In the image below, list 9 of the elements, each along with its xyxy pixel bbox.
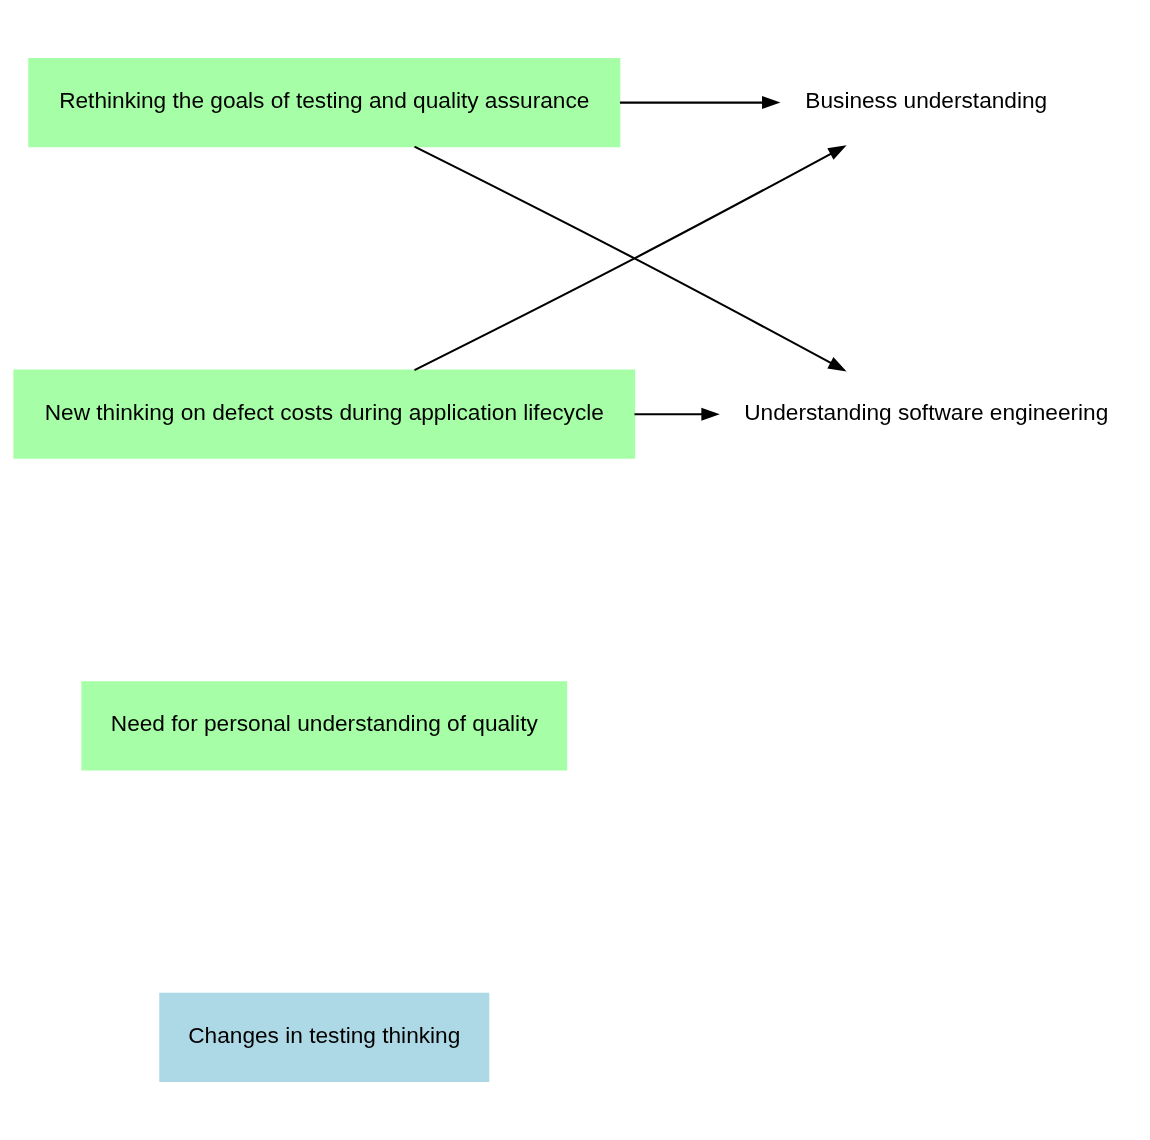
- node-text: Business understanding: [805, 86, 1048, 113]
- node-box: New thinking on defect costs during application lifecycle: [13, 369, 636, 459]
- arrow: [414, 145, 847, 372]
- node-box: Rethinking the goals of testing and quality assurance: [28, 57, 621, 148]
- arrow: [634, 407, 720, 421]
- arrow: [620, 96, 781, 110]
- node-box: Changes in testing thinking: [159, 992, 490, 1083]
- node-box: Need for personal understanding of quality: [81, 681, 568, 771]
- node-text: Understanding software engineering: [744, 398, 1109, 425]
